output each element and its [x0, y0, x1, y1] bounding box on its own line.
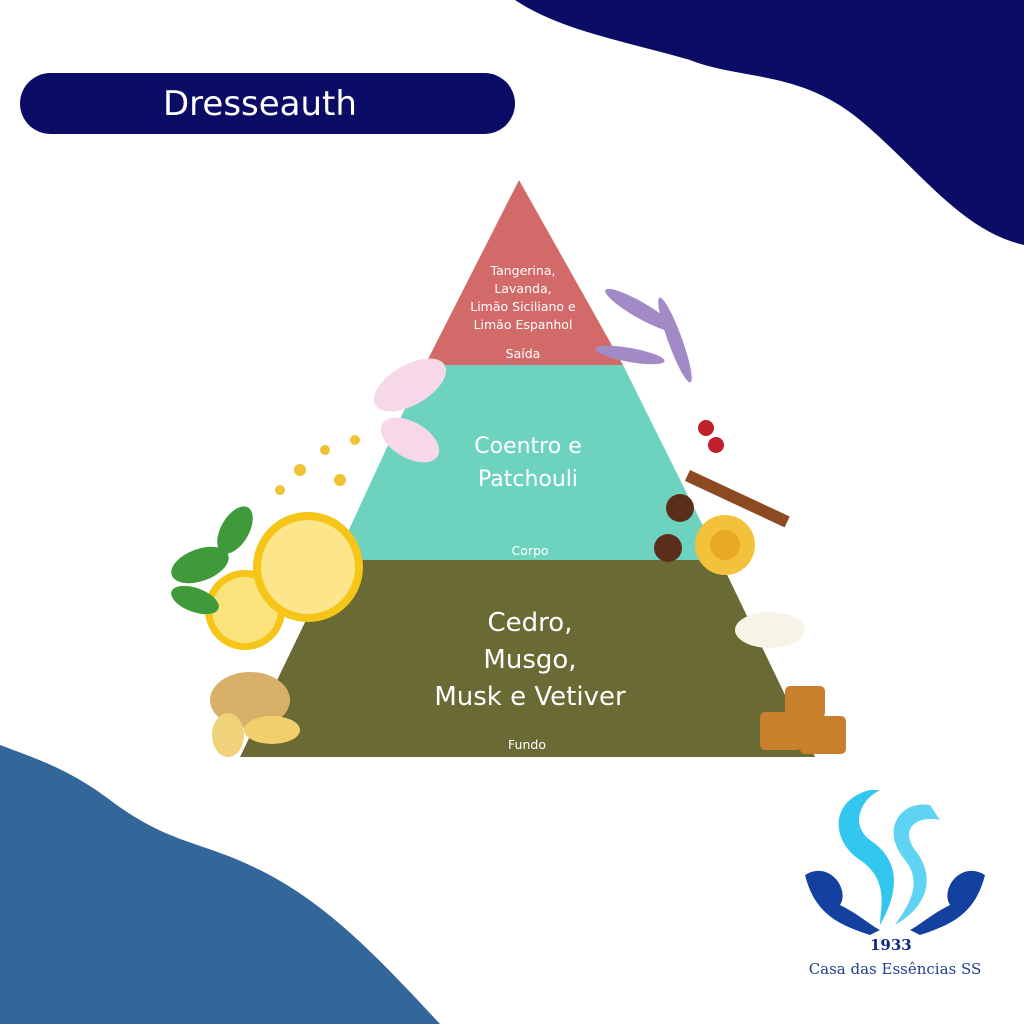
yellow-flowers-illustration	[275, 435, 360, 495]
pyramid-base-band	[240, 560, 815, 757]
logo-emblem	[805, 790, 985, 935]
bottom-left-blob	[0, 745, 440, 1024]
top-notes-text: Tangerina, Lavanda, Limão Siciliano e Li…	[470, 263, 576, 332]
cherries-illustration	[698, 420, 724, 453]
cinnamon-illustration	[684, 469, 790, 528]
logo-year: 1933	[870, 936, 912, 954]
base-label: Fundo	[508, 737, 546, 752]
base-notes-text: Cedro, Musgo, Musk e Vetiver	[434, 608, 626, 712]
title-text: Dresseauth	[163, 83, 357, 124]
star-anise-illustration	[654, 494, 694, 562]
mint-leaves-illustration	[171, 506, 253, 615]
lavender-illustration	[595, 288, 692, 383]
ginger-illustration	[210, 672, 300, 757]
middle-label: Corpo	[511, 543, 549, 558]
lemon-illustration	[205, 512, 363, 650]
top-right-blob	[515, 0, 1024, 245]
logo-name: Casa das Essências SS	[808, 960, 982, 978]
vanilla-flower-illustration	[735, 612, 805, 648]
middle-notes-text: Coentro e Patchouli	[474, 434, 582, 492]
top-label: Saída	[505, 346, 541, 361]
pyramid-top-band	[425, 180, 623, 365]
rose-illustration	[695, 515, 755, 575]
caramel-illustration	[760, 686, 846, 754]
title-banner: Dresseauth	[20, 73, 515, 134]
lily-illustration	[373, 358, 447, 463]
pyramid-middle-band	[335, 365, 720, 560]
